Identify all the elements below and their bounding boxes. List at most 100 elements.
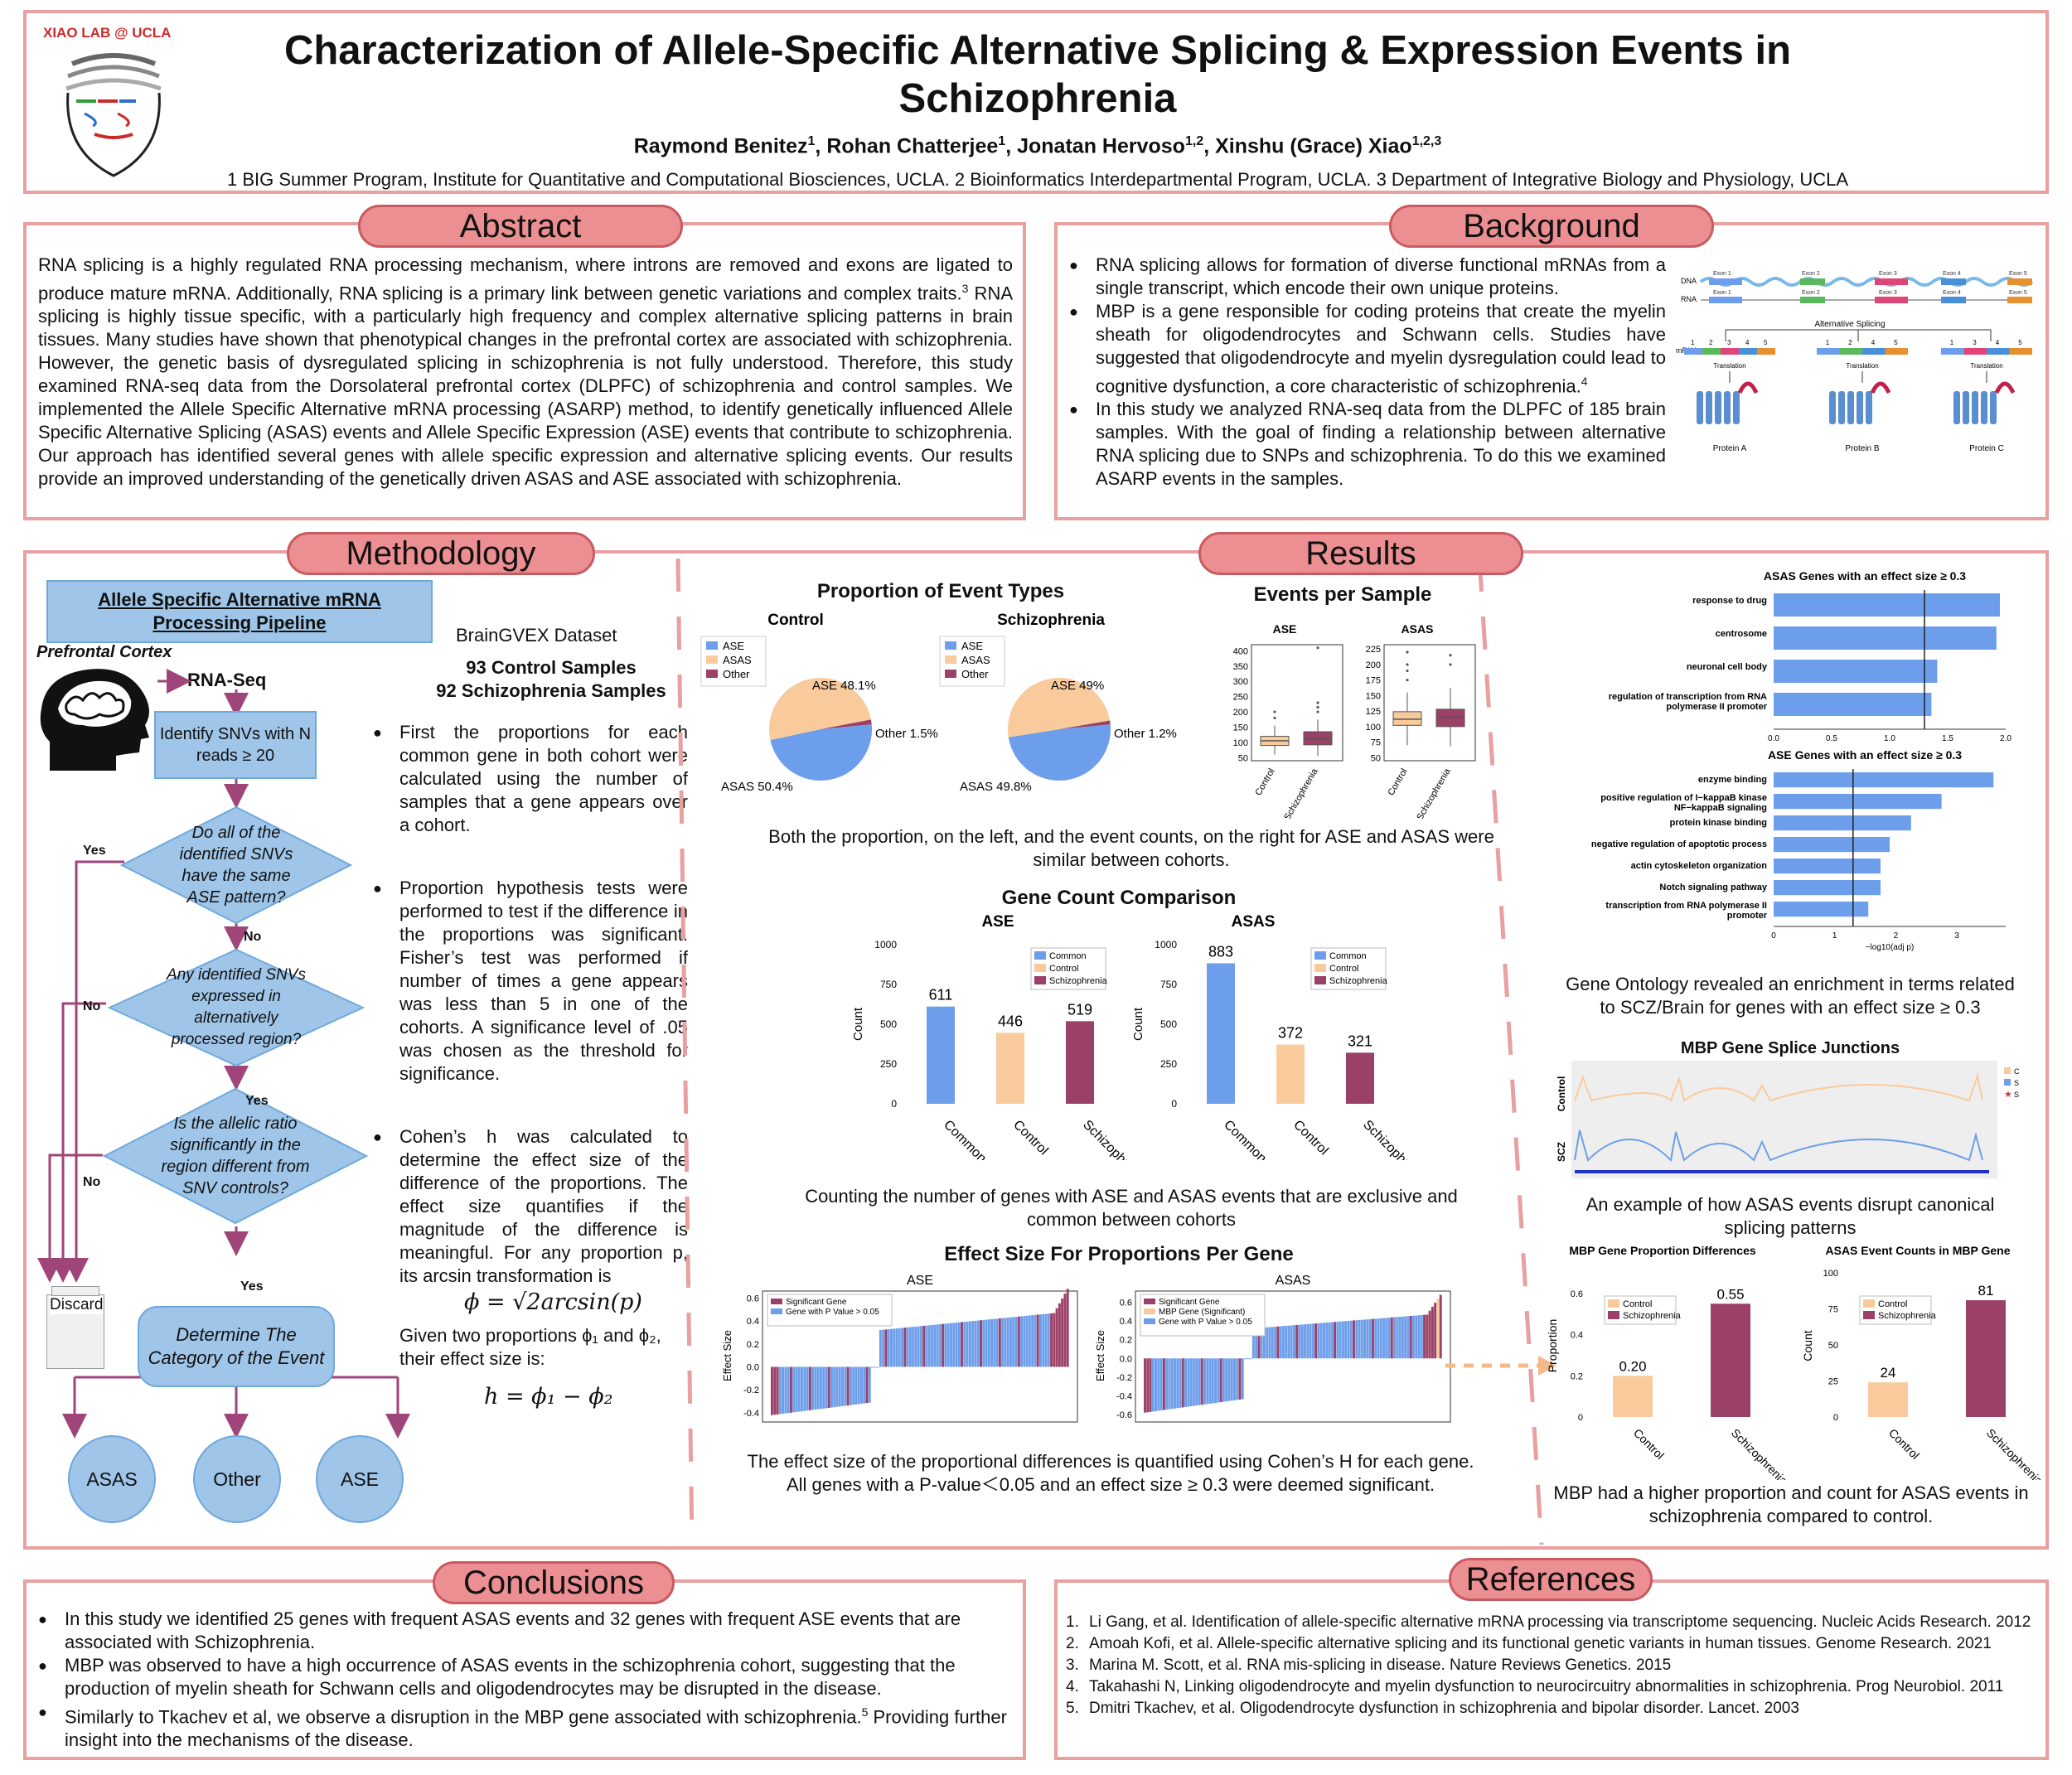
mrna-exon: [1839, 348, 1862, 355]
effect-bar: [1390, 1317, 1393, 1359]
effect-bar: [1170, 1358, 1174, 1410]
box-outlier: [1316, 701, 1319, 704]
author-affiliation-mark: 1: [998, 134, 1006, 148]
mbp-chart-title: ASAS Event Counts in MBP Gene: [1826, 1244, 2011, 1257]
go-xtick: 1: [1832, 931, 1837, 941]
effect-bar: [1233, 1358, 1236, 1400]
pie-slice: [821, 719, 872, 729]
bar-ytick: 1000: [1155, 939, 1177, 950]
effect-bar: [1066, 1289, 1069, 1367]
bar-value-label: 321: [1348, 1033, 1372, 1049]
effect-bar: [1420, 1314, 1423, 1359]
go-bar: [1774, 794, 1942, 810]
transmembrane-helix: [1715, 391, 1721, 424]
abstract-text: RNA splicing is a highly regulated RNA p…: [38, 254, 1013, 491]
effect-bar: [1385, 1318, 1388, 1359]
effect-bar: [844, 1366, 847, 1406]
protein-label: Protein A: [1713, 444, 1747, 453]
abstract-citation: 3: [961, 282, 969, 295]
effect-bar: [1200, 1358, 1203, 1405]
pie-legend-swatch: [706, 641, 718, 650]
splice-gene-model: [1575, 1170, 1989, 1173]
effect-bar: [990, 1318, 994, 1367]
results-caption-5: An example of how ASAS events disrupt ca…: [1585, 1194, 1995, 1238]
go-xtick: 2.0: [2000, 734, 2011, 743]
mbp-legend-label: Control: [1878, 1299, 1907, 1309]
splice-legend-label: SCZ: [2014, 1079, 2019, 1087]
formula-arcsin: ϕ = √2arcsin(p): [464, 1289, 642, 1315]
effect-bar: [1266, 1327, 1269, 1359]
exon-label: Exon 1: [1713, 271, 1731, 277]
effect-bar: [822, 1366, 825, 1409]
effect-bar: [1274, 1326, 1277, 1359]
exon-label: Exon 3: [1879, 271, 1897, 277]
mbp-ytick: 50: [1828, 1341, 1838, 1351]
question-allelic-ratio: Is the allelic ratio significantly in th…: [161, 1115, 310, 1197]
effect-bar: [827, 1366, 830, 1408]
transmembrane-helix: [1953, 391, 1960, 424]
sample-counts: 93 Control Samples 92 Schizophrenia Samp…: [423, 656, 680, 703]
transmembrane-helix: [1706, 391, 1712, 424]
pie-label-asas: ASAS 50.4%: [721, 780, 793, 794]
mbp-legend-label: Control: [1623, 1299, 1652, 1309]
mbp-bar: [1966, 1300, 2006, 1417]
exon-label: Exon 3: [1879, 290, 1897, 296]
effect-bar: [987, 1319, 990, 1367]
mrna-exon-number: 2: [1848, 339, 1852, 346]
references-heading: References: [1449, 1558, 1653, 1601]
box-ytick: 50: [1371, 753, 1381, 763]
effect-ytick: -0.4: [743, 1409, 759, 1419]
effect-bar: [1401, 1316, 1404, 1359]
effect-bar: [938, 1323, 942, 1367]
box-outlier: [1316, 705, 1319, 709]
bar-legend-swatch: [1034, 964, 1046, 972]
effect-bar: [1028, 1315, 1031, 1367]
effect-bar: [1219, 1358, 1222, 1403]
effect-legend-label: MBP Gene (Significant): [1159, 1308, 1245, 1317]
identify-snvs-box: Identify SNVs with N reads ≥ 20: [154, 711, 317, 779]
protein-domain: [1870, 381, 1891, 394]
results-caption-1: Both the proportion, on the left, and th…: [768, 826, 1494, 870]
box-frame: [1383, 644, 1476, 762]
conclusions-bullet-2-text: MBP was observed to have a high occurren…: [65, 1655, 956, 1699]
mrna-exon-number: 4: [1871, 339, 1876, 346]
effect-bar: [1358, 1319, 1361, 1359]
effect-bar: [1398, 1317, 1402, 1359]
bar-ytick: 500: [880, 1018, 897, 1030]
effect-bar: [985, 1319, 988, 1367]
label-yes-1: Yes: [83, 844, 106, 858]
effect-bar: [860, 1366, 863, 1404]
effect-bar: [1211, 1358, 1214, 1404]
transmembrane-helix: [1972, 391, 1978, 424]
effect-ytick: 0.2: [1120, 1336, 1132, 1346]
box-ytick: 100: [1233, 738, 1248, 748]
effect-bar: [808, 1366, 811, 1410]
box-ytick: 400: [1233, 646, 1248, 656]
splice-scz-track: [1574, 1129, 1983, 1163]
bar-legend-swatch: [1034, 951, 1046, 960]
bar-legend-label: Schizophrenia: [1049, 976, 1108, 986]
effect-bar: [797, 1366, 801, 1412]
pie-chart-title: Proportion of Event Types: [816, 580, 1065, 602]
bar-ytick: 250: [880, 1058, 897, 1070]
mbp-ylabel: Count: [1801, 1330, 1814, 1361]
conclusions-bullet-3-text-a: Similarly to Tkachev et al, we observe a…: [65, 1706, 862, 1728]
effect-bar: [846, 1366, 850, 1406]
mbp-legend-swatch: [1863, 1299, 1875, 1308]
effect-ytick: 0.0: [1120, 1354, 1132, 1364]
go-bar: [1774, 880, 1881, 896]
mbp-legend-swatch: [1608, 1311, 1619, 1319]
pie-label-ase: ASE 49%: [1051, 679, 1104, 693]
determine-category-box: Determine The Category of the Event: [138, 1306, 335, 1387]
effect-bar: [1287, 1325, 1290, 1359]
background-bullet-2-text: MBP is a gene responsible for coding pro…: [1096, 301, 1666, 397]
effect-bar: [1309, 1323, 1312, 1359]
background-bullets: RNA splicing allows for formation of div…: [1067, 254, 1666, 491]
effect-bar: [830, 1366, 833, 1408]
effect-bar: [1396, 1317, 1399, 1359]
effect-bar: [1227, 1358, 1231, 1401]
bar-ylabel: Count: [851, 1007, 865, 1041]
bar: [1066, 1021, 1094, 1104]
effect-bar: [1295, 1324, 1299, 1359]
effect-bar: [1214, 1358, 1218, 1403]
